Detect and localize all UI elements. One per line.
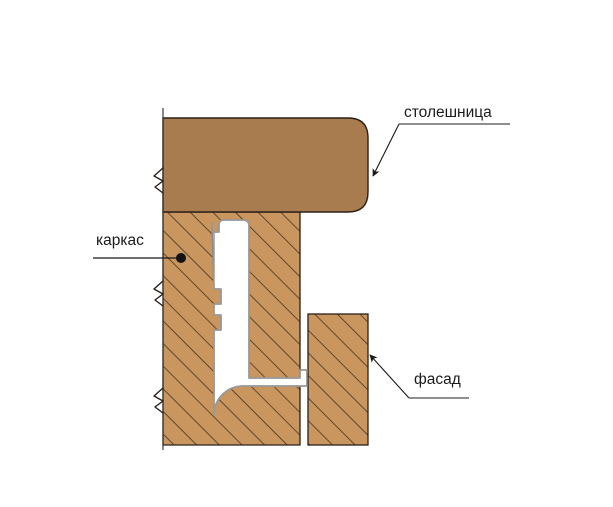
label-carcass-dot-marker — [176, 253, 186, 263]
countertop-slab — [162, 117, 369, 213]
handle-profile-notch-upper — [213, 288, 222, 305]
label-carcass: каркас — [93, 232, 186, 263]
break-mark-top-icon — [153, 167, 164, 194]
facade-hatch-fill — [308, 314, 368, 445]
handle-profile-bottom-curve — [213, 385, 308, 416]
facade-part — [307, 313, 369, 446]
label-carcass-text: каркас — [96, 232, 144, 249]
label-countertop: столешница — [372, 104, 510, 177]
label-facade-leader — [369, 354, 410, 399]
break-mark-bottom-icon — [153, 387, 164, 414]
handle-profile-notch-lower — [213, 314, 222, 331]
handle-profile-part — [211, 219, 308, 416]
break-mark-middle-icon — [153, 280, 164, 307]
countertop-part — [162, 117, 369, 213]
label-facade-text: фасад — [414, 371, 461, 388]
facade-outline — [307, 313, 369, 446]
section-edge-group — [153, 108, 164, 450]
label-countertop-leader — [372, 123, 400, 177]
label-facade: фасад — [369, 354, 469, 399]
handle-profile-inner-edge — [211, 219, 308, 379]
label-countertop-text: столешница — [404, 104, 492, 121]
